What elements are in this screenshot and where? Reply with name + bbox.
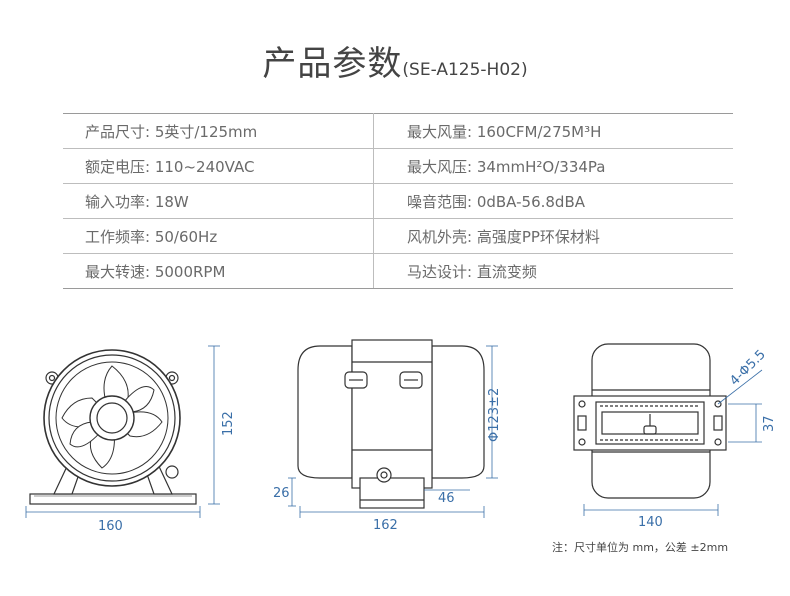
spec-cell: 产品尺寸: 5英寸/125mm xyxy=(63,113,374,149)
spec-row: 工作频率: 50/60Hz 风机外壳: 高强度PP环保材料 xyxy=(63,218,733,254)
title-model: (SE-A125-H02) xyxy=(402,60,528,80)
spec-row: 输入功率: 18W 噪音范围: 0dBA-56.8dBA xyxy=(63,183,733,219)
spec-cell: 最大风量: 160CFM/275M³H xyxy=(373,113,733,149)
spec-table: 产品尺寸: 5英寸/125mm 最大风量: 160CFM/275M³H 额定电压… xyxy=(63,113,733,289)
top-holes-label: 4-Φ5.5 xyxy=(727,347,769,389)
spec-cell: 额定电压: 110~240VAC xyxy=(63,148,374,184)
spec-cell: 马达设计: 直流变频 xyxy=(373,253,733,289)
front-height-label: 152 xyxy=(221,411,236,436)
side-view-drawing xyxy=(297,339,485,509)
spec-cell: 风机外壳: 高强度PP环保材料 xyxy=(373,218,733,254)
side-foot-height-label: 26 xyxy=(273,486,290,501)
spec-cell: 输入功率: 18W xyxy=(63,183,374,219)
unit-note: 注：尺寸单位为 mm，公差 ±2mm xyxy=(552,541,729,554)
side-foot-width-label: 46 xyxy=(438,491,455,506)
side-diameter-label: Φ123±2 xyxy=(487,388,502,442)
side-length-label: 162 xyxy=(373,518,398,533)
top-view-drawing xyxy=(573,343,727,499)
spec-cell: 最大转速: 5000RPM xyxy=(63,253,374,289)
front-width-label: 160 xyxy=(98,519,123,534)
top-dimension-lines xyxy=(583,369,763,516)
front-view-drawing xyxy=(29,349,197,505)
spec-row: 产品尺寸: 5英寸/125mm 最大风量: 160CFM/275M³H xyxy=(63,113,733,149)
title-main: 产品参数 xyxy=(262,44,403,84)
spec-cell: 最大风压: 34mmH²O/334Pa xyxy=(373,148,733,184)
top-width-label: 140 xyxy=(638,515,663,530)
top-height-label: 37 xyxy=(762,415,777,432)
front-dimension-lines xyxy=(25,345,220,518)
side-dimension-lines xyxy=(288,345,498,518)
spec-cell: 工作频率: 50/60Hz xyxy=(63,218,374,254)
spec-cell: 噪音范围: 0dBA-56.8dBA xyxy=(373,183,733,219)
spec-row: 额定电压: 110~240VAC 最大风压: 34mmH²O/334Pa xyxy=(63,148,733,184)
technical-drawings: 160 152 162 Φ123±2 26 46 xyxy=(25,339,777,534)
page-title: 产品参数(SE-A125-H02) xyxy=(0,36,790,85)
spec-row: 最大转速: 5000RPM 马达设计: 直流变频 xyxy=(63,253,733,289)
